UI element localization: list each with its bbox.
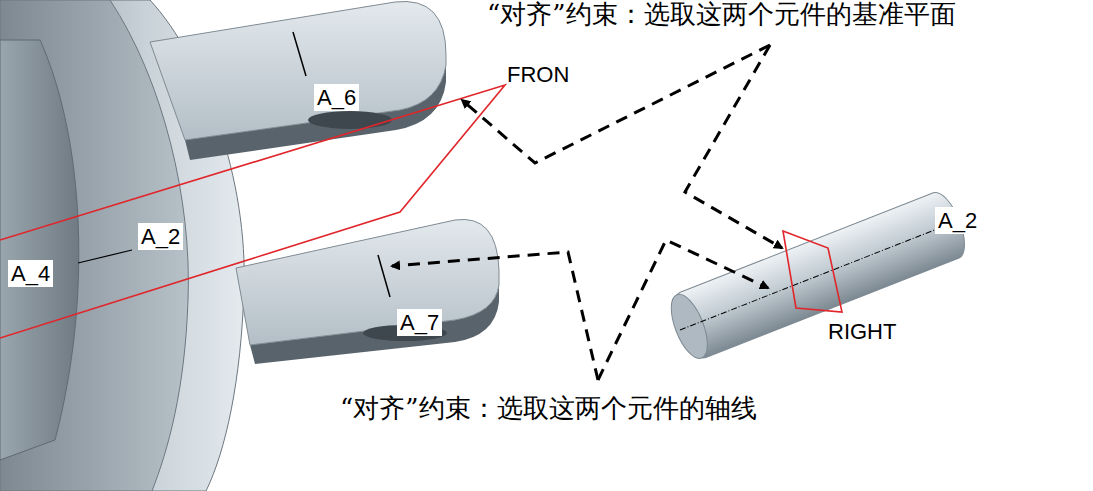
axis-name: A_2 [935,207,980,234]
axis-name: A_4 [8,260,53,287]
constraint-note: “对齐”约束：选取这两个元件的轴线 [340,394,757,424]
datum-plane-name: RIGHT [826,318,898,345]
datum-plane-name: FRON [505,61,571,88]
axis-name: A_7 [397,309,442,336]
axis-name: A_6 [314,84,359,111]
constraint-note: “对齐”约束：选取这两个元件的基准平面 [487,0,956,30]
axis-name: A_2 [138,223,183,250]
